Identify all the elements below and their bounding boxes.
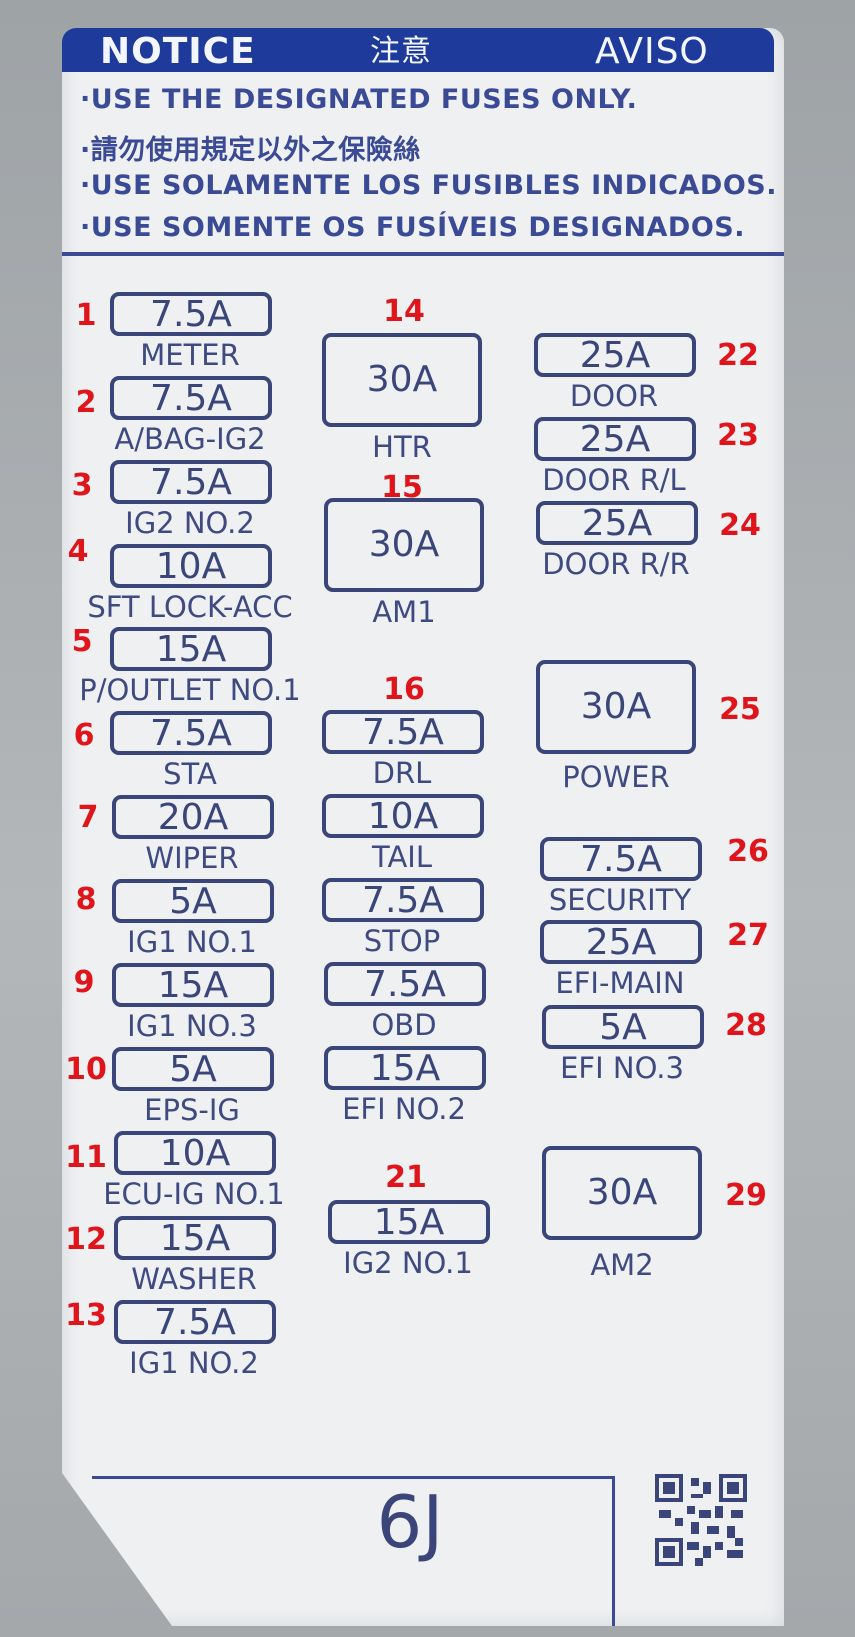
fuse-name-label: AM2	[590, 1248, 654, 1282]
notice-line-portuguese: ·USE SOMENTE OS FUSÍVEIS DESIGNADOS.	[80, 212, 745, 243]
fuse-slot: 30A	[324, 498, 484, 592]
fuse-slot: 10A	[322, 794, 484, 838]
fuse-number-annotation: 23	[717, 418, 759, 453]
fuse-slot: 15A	[324, 1046, 486, 1090]
fuse-slot: 5A	[112, 1047, 274, 1091]
notice-line-english: ·USE THE DESIGNATED FUSES ONLY.	[80, 84, 638, 115]
fuse-name-label: P/OUTLET NO.1	[79, 673, 301, 707]
fuse-number-annotation: 10	[65, 1052, 107, 1087]
fuse-name-label: EFI NO.2	[342, 1092, 466, 1126]
fuse-name-label: ECU-IG NO.1	[103, 1177, 285, 1211]
fuse-number-annotation: 29	[725, 1178, 767, 1213]
fuse-number-annotation: 5	[71, 624, 93, 659]
fuse-number-annotation: 21	[385, 1160, 427, 1195]
fuse-slot: 30A	[322, 333, 482, 427]
fuse-slot: 7.5A	[110, 292, 272, 336]
fuse-slot: 30A	[536, 660, 696, 754]
fuse-number-annotation: 2	[75, 385, 97, 420]
fuse-slot: 5A	[112, 879, 274, 923]
fuse-number-annotation: 11	[65, 1140, 107, 1175]
fuse-number-annotation: 14	[383, 294, 425, 329]
fuse-slot: 7.5A	[322, 878, 484, 922]
fuse-number-annotation: 28	[725, 1008, 767, 1043]
fuse-name-label: DRL	[372, 756, 432, 790]
fuse-slot: 25A	[536, 501, 698, 545]
fuse-name-label: DOOR R/L	[542, 463, 686, 497]
fuse-number-annotation: 6	[73, 718, 95, 753]
fuse-slot: 15A	[112, 963, 274, 1007]
fuse-name-label: OBD	[371, 1008, 437, 1042]
fuse-number-annotation: 4	[67, 534, 89, 569]
fuse-slot: 7.5A	[324, 962, 486, 1006]
fuse-name-label: DOOR R/R	[542, 547, 690, 581]
bottom-divider-vertical	[612, 1476, 615, 1626]
fuse-name-label: STA	[163, 757, 217, 791]
fuse-number-annotation: 1	[75, 298, 97, 333]
fuse-name-label: IG1 NO.3	[127, 1009, 257, 1043]
fuse-slot: 7.5A	[322, 710, 484, 754]
fuse-name-label: IG2 NO.2	[125, 506, 255, 540]
fuse-slot: 5A	[542, 1005, 704, 1049]
fuse-slot: 10A	[114, 1131, 276, 1175]
fuse-slot: 15A	[328, 1200, 490, 1244]
fuse-name-label: POWER	[562, 760, 670, 794]
fuse-name-label: EFI-MAIN	[555, 966, 685, 1000]
fuse-slot: 25A	[540, 920, 702, 964]
notice-line-chinese: ·請勿使用規定以外之保險絲	[80, 135, 421, 166]
fuse-number-annotation: 7	[77, 800, 99, 835]
fuse-slot: 25A	[534, 333, 696, 377]
fuse-name-label: IG2 NO.1	[343, 1246, 473, 1280]
notice-title: NOTICE	[100, 31, 256, 72]
fuse-name-label: SFT LOCK-ACC	[87, 590, 293, 624]
fuse-name-label: IG1 NO.1	[127, 925, 257, 959]
fuse-name-label: EFI NO.3	[560, 1051, 684, 1085]
fuse-number-annotation: 12	[65, 1222, 107, 1257]
fuse-name-label: EPS-IG	[144, 1093, 240, 1127]
fuse-slot: 25A	[534, 417, 696, 461]
fuse-name-label: IG1 NO.2	[129, 1346, 259, 1380]
fuse-slot: 7.5A	[114, 1300, 276, 1344]
fuse-name-label: WASHER	[131, 1262, 257, 1296]
notice-divider	[62, 252, 784, 256]
fuse-number-annotation: 9	[73, 965, 95, 1000]
fuse-number-annotation: 25	[719, 692, 761, 727]
fuse-name-label: WIPER	[145, 841, 239, 875]
fuse-slot: 10A	[110, 544, 272, 588]
fuse-number-annotation: 26	[727, 834, 769, 869]
fuse-number-annotation: 24	[719, 508, 761, 543]
fuse-name-label: A/BAG-IG2	[114, 422, 266, 456]
fuse-slot: 7.5A	[110, 460, 272, 504]
fuse-name-label: METER	[140, 338, 240, 372]
fuse-number-annotation: 16	[383, 672, 425, 707]
fuse-slot: 15A	[110, 627, 272, 671]
fuse-name-label: TAIL	[371, 840, 433, 874]
fuse-slot: 7.5A	[110, 711, 272, 755]
fuse-name-label: DOOR	[569, 379, 659, 413]
fuse-slot: 20A	[112, 795, 274, 839]
fuse-name-label: AM1	[372, 595, 436, 629]
fuse-slot: 7.5A	[110, 376, 272, 420]
qr-code-icon	[655, 1474, 747, 1566]
fuse-slot: 15A	[114, 1216, 276, 1260]
fuse-number-annotation: 22	[717, 338, 759, 373]
label-code: 6J	[376, 1480, 444, 1564]
notice-title-spanish: AVISO	[595, 31, 709, 72]
notice-title-chinese: 注意	[370, 34, 432, 69]
fuse-number-annotation: 13	[65, 1298, 107, 1333]
fuse-number-annotation: 8	[75, 882, 97, 917]
fuse-number-annotation: 15	[381, 470, 423, 505]
fuse-name-label: SECURITY	[548, 883, 692, 917]
notice-line-spanish: ·USE SOLAMENTE LOS FUSIBLES INDICADOS.	[80, 170, 777, 201]
bottom-divider-horizontal	[92, 1476, 612, 1479]
fuse-slot: 30A	[542, 1146, 702, 1240]
fuse-number-annotation: 27	[727, 918, 769, 953]
fuse-slot: 7.5A	[540, 837, 702, 881]
fuse-name-label: HTR	[372, 430, 432, 464]
fuse-number-annotation: 3	[71, 468, 93, 503]
notice-header-bar	[62, 28, 774, 72]
fuse-name-label: STOP	[363, 924, 441, 958]
